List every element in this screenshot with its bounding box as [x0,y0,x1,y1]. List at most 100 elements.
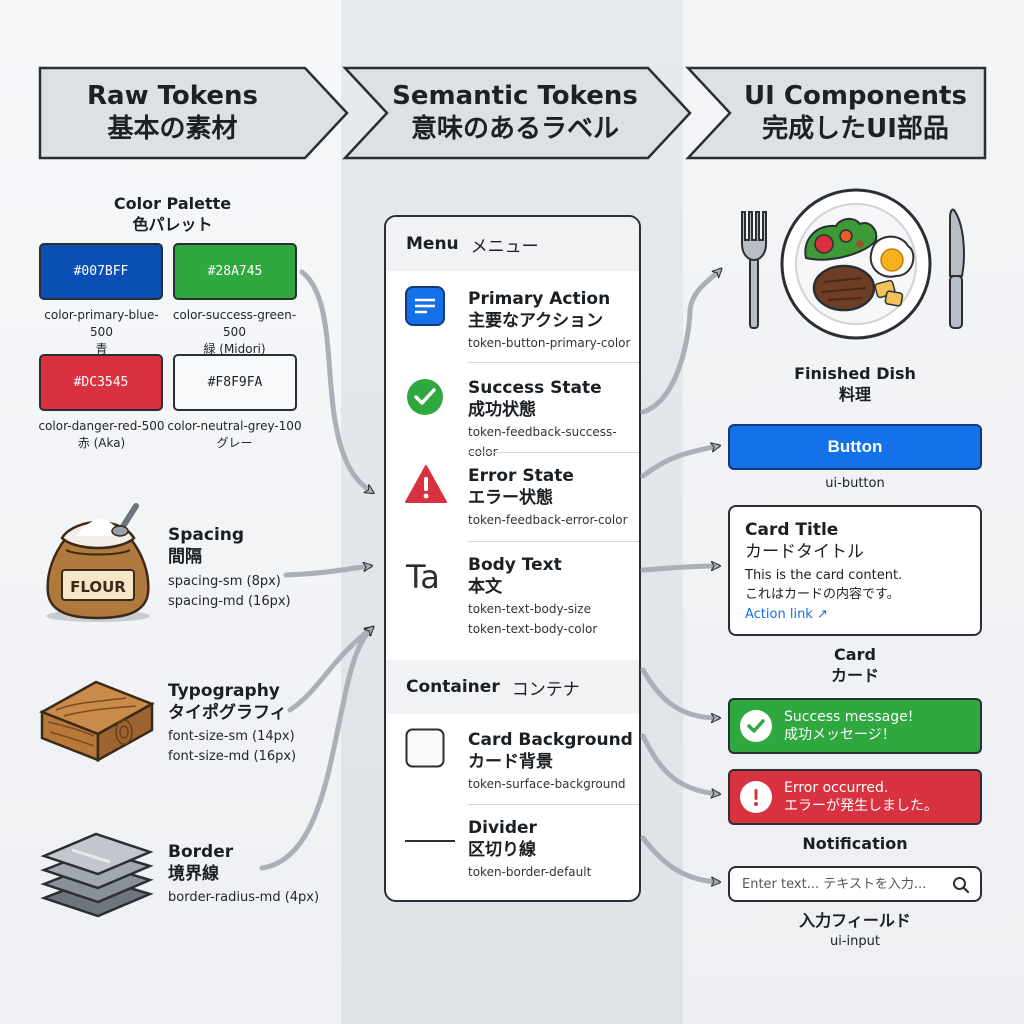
swatch-hex: #F8F9FA [207,375,263,390]
knife-icon [949,208,965,329]
token-code: token-text-body-size token-text-body-col… [468,599,597,639]
text-input[interactable] [742,876,942,892]
card-action-link[interactable]: Action link ↗ [745,607,828,622]
swatch-success-green: #28A745 [173,243,297,300]
header-semantic-en: Semantic Tokens [392,81,638,111]
token-separator [468,541,639,542]
token-code: token-feedback-error-color [468,513,628,527]
menu-header-ja: メニュー [470,236,539,257]
token-body-text-title: Body Text 本文 [468,554,562,598]
check-circle-icon [407,379,443,415]
border-title: Border 境界線 [168,841,233,885]
swatch-ja: グレー [216,436,253,450]
container-header-ja: コンテナ [511,679,580,700]
notification-ja: 成功メッセージ！ [784,727,896,743]
card-caption-en: Card [834,645,876,664]
swatch-name: color-danger-red-500 [38,419,165,433]
token-card-background-title: Card Background カード背景 [468,729,633,773]
token-primary-action-title: Primary Action 主要なアクション [468,288,610,332]
notification-text: Error occurred. エラーが発生しました。 [784,779,938,815]
card-caption-ja: カード [830,666,879,685]
border-title-ja: 境界線 [168,864,219,884]
dish-illustration [741,188,965,340]
search-icon[interactable] [952,876,970,894]
token-title-ja: 主要なアクション [468,311,604,331]
token-title-ja: カード背景 [468,752,553,772]
header-raw-tokens: Raw Tokens 基本の素材 [40,78,305,148]
swatch-primary-blue: #007BFF [39,243,163,300]
border-value: border-radius-md (4px) [168,890,320,905]
input-caption-code: ui-input [830,934,880,949]
swatch-hex: #28A745 [207,264,263,279]
swatch-label-blue: color-primary-blue-500 青 [34,307,169,358]
notification-en: Error occurred. [784,780,889,796]
spacing-title: Spacing 間隔 [168,524,244,568]
type-icon: Ta [406,558,440,596]
swatch-neutral-grey: #F8F9FA [173,354,297,411]
token-separator [468,362,639,363]
swatch-ja: 緑 (Midori) [203,342,266,356]
swatch-label-red: color-danger-red-500 赤 (Aka) [34,418,169,452]
card-caption: Card カード [760,644,950,686]
typography-value: font-size-md (16px) [168,749,297,764]
token-code: token-surface-background [468,777,626,791]
swatch-name: color-success-green-500 [172,308,297,339]
token-code: token-border-default [468,865,592,879]
token-code-line: token-text-body-color [468,622,598,636]
finished-dish-en: Finished Dish [794,364,916,383]
token-code: token-button-primary-color [468,336,631,350]
card-title-ja: カードタイトル [745,542,864,562]
swatch-name: color-neutral-grey-100 [167,419,302,433]
token-title-en: Primary Action [468,289,611,309]
color-palette-title: Color Palette 色パレット [85,193,260,235]
token-title-en: Divider [468,818,537,838]
semantic-tokens-panel: Menu メニュー Primary Action 主要なアクション token-… [384,215,641,902]
menu-header-en: Menu [406,234,459,254]
error-notification: Error occurred. エラーが発生しました。 [728,769,982,825]
swatch-hex: #007BFF [73,264,129,279]
token-title-en: Body Text [468,555,562,575]
token-title-ja: 成功状態 [468,400,536,420]
typography-title-ja: タイポグラフィ [168,703,287,723]
notification-en: Success message! [784,709,914,725]
card-content-en: This is the card content. [745,568,903,583]
header-semantic-tokens: Semantic Tokens 意味のあるラベル [385,78,645,148]
swatch-label-grey: color-neutral-grey-100 グレー [167,418,302,452]
typography-values: font-size-sm (14px) font-size-md (16px) [168,727,296,767]
token-separator [468,452,639,453]
typography-value: font-size-sm (14px) [168,729,295,744]
container-header-en: Container [406,677,500,697]
token-title-ja: エラー状態 [468,488,553,508]
ui-button[interactable]: Button [728,424,982,470]
border-title-en: Border [168,842,234,862]
wood-block-icon [39,680,155,763]
notification-caption: Notification [802,834,908,853]
swatch-ja: 青 [95,342,108,356]
semantic-tokens-chevron [342,66,692,160]
header-components-ja: 完成したUI部品 [762,114,949,144]
border-values: border-radius-md (4px) [168,888,319,908]
ui-input[interactable] [728,866,982,902]
header-components-en: UI Components [744,81,967,111]
notification-text: Success message! 成功メッセージ！ [784,708,913,744]
check-circle-icon [740,710,772,742]
card-content-ja: これはカードの内容です。 [745,587,900,602]
ui-card: Card Title カードタイトル This is the card cont… [728,505,982,636]
spacing-values: spacing-sm (8px) spacing-md (16px) [168,572,291,612]
ui-components-chevron [685,66,987,160]
color-palette-title-en: Color Palette [113,194,232,213]
token-title-en: Error State [468,466,574,486]
token-code: token-feedback-success-color [468,425,617,459]
swatch-ja: 赤 (Aka) [77,436,126,450]
header-raw-ja: 基本の素材 [107,114,238,144]
spacing-value: spacing-md (16px) [168,594,291,609]
token-divider-title: Divider 区切り線 [468,817,537,861]
notification-ja: エラーが発生しました。 [784,798,938,814]
menu-section-header: Menu メニュー [386,217,639,271]
token-title-ja: 本文 [468,577,502,597]
token-title-en: Card Background [468,730,633,750]
header-raw-en: Raw Tokens [87,81,258,111]
color-palette-title-ja: 色パレット [132,215,213,234]
finished-dish-ja: 料理 [838,385,871,404]
